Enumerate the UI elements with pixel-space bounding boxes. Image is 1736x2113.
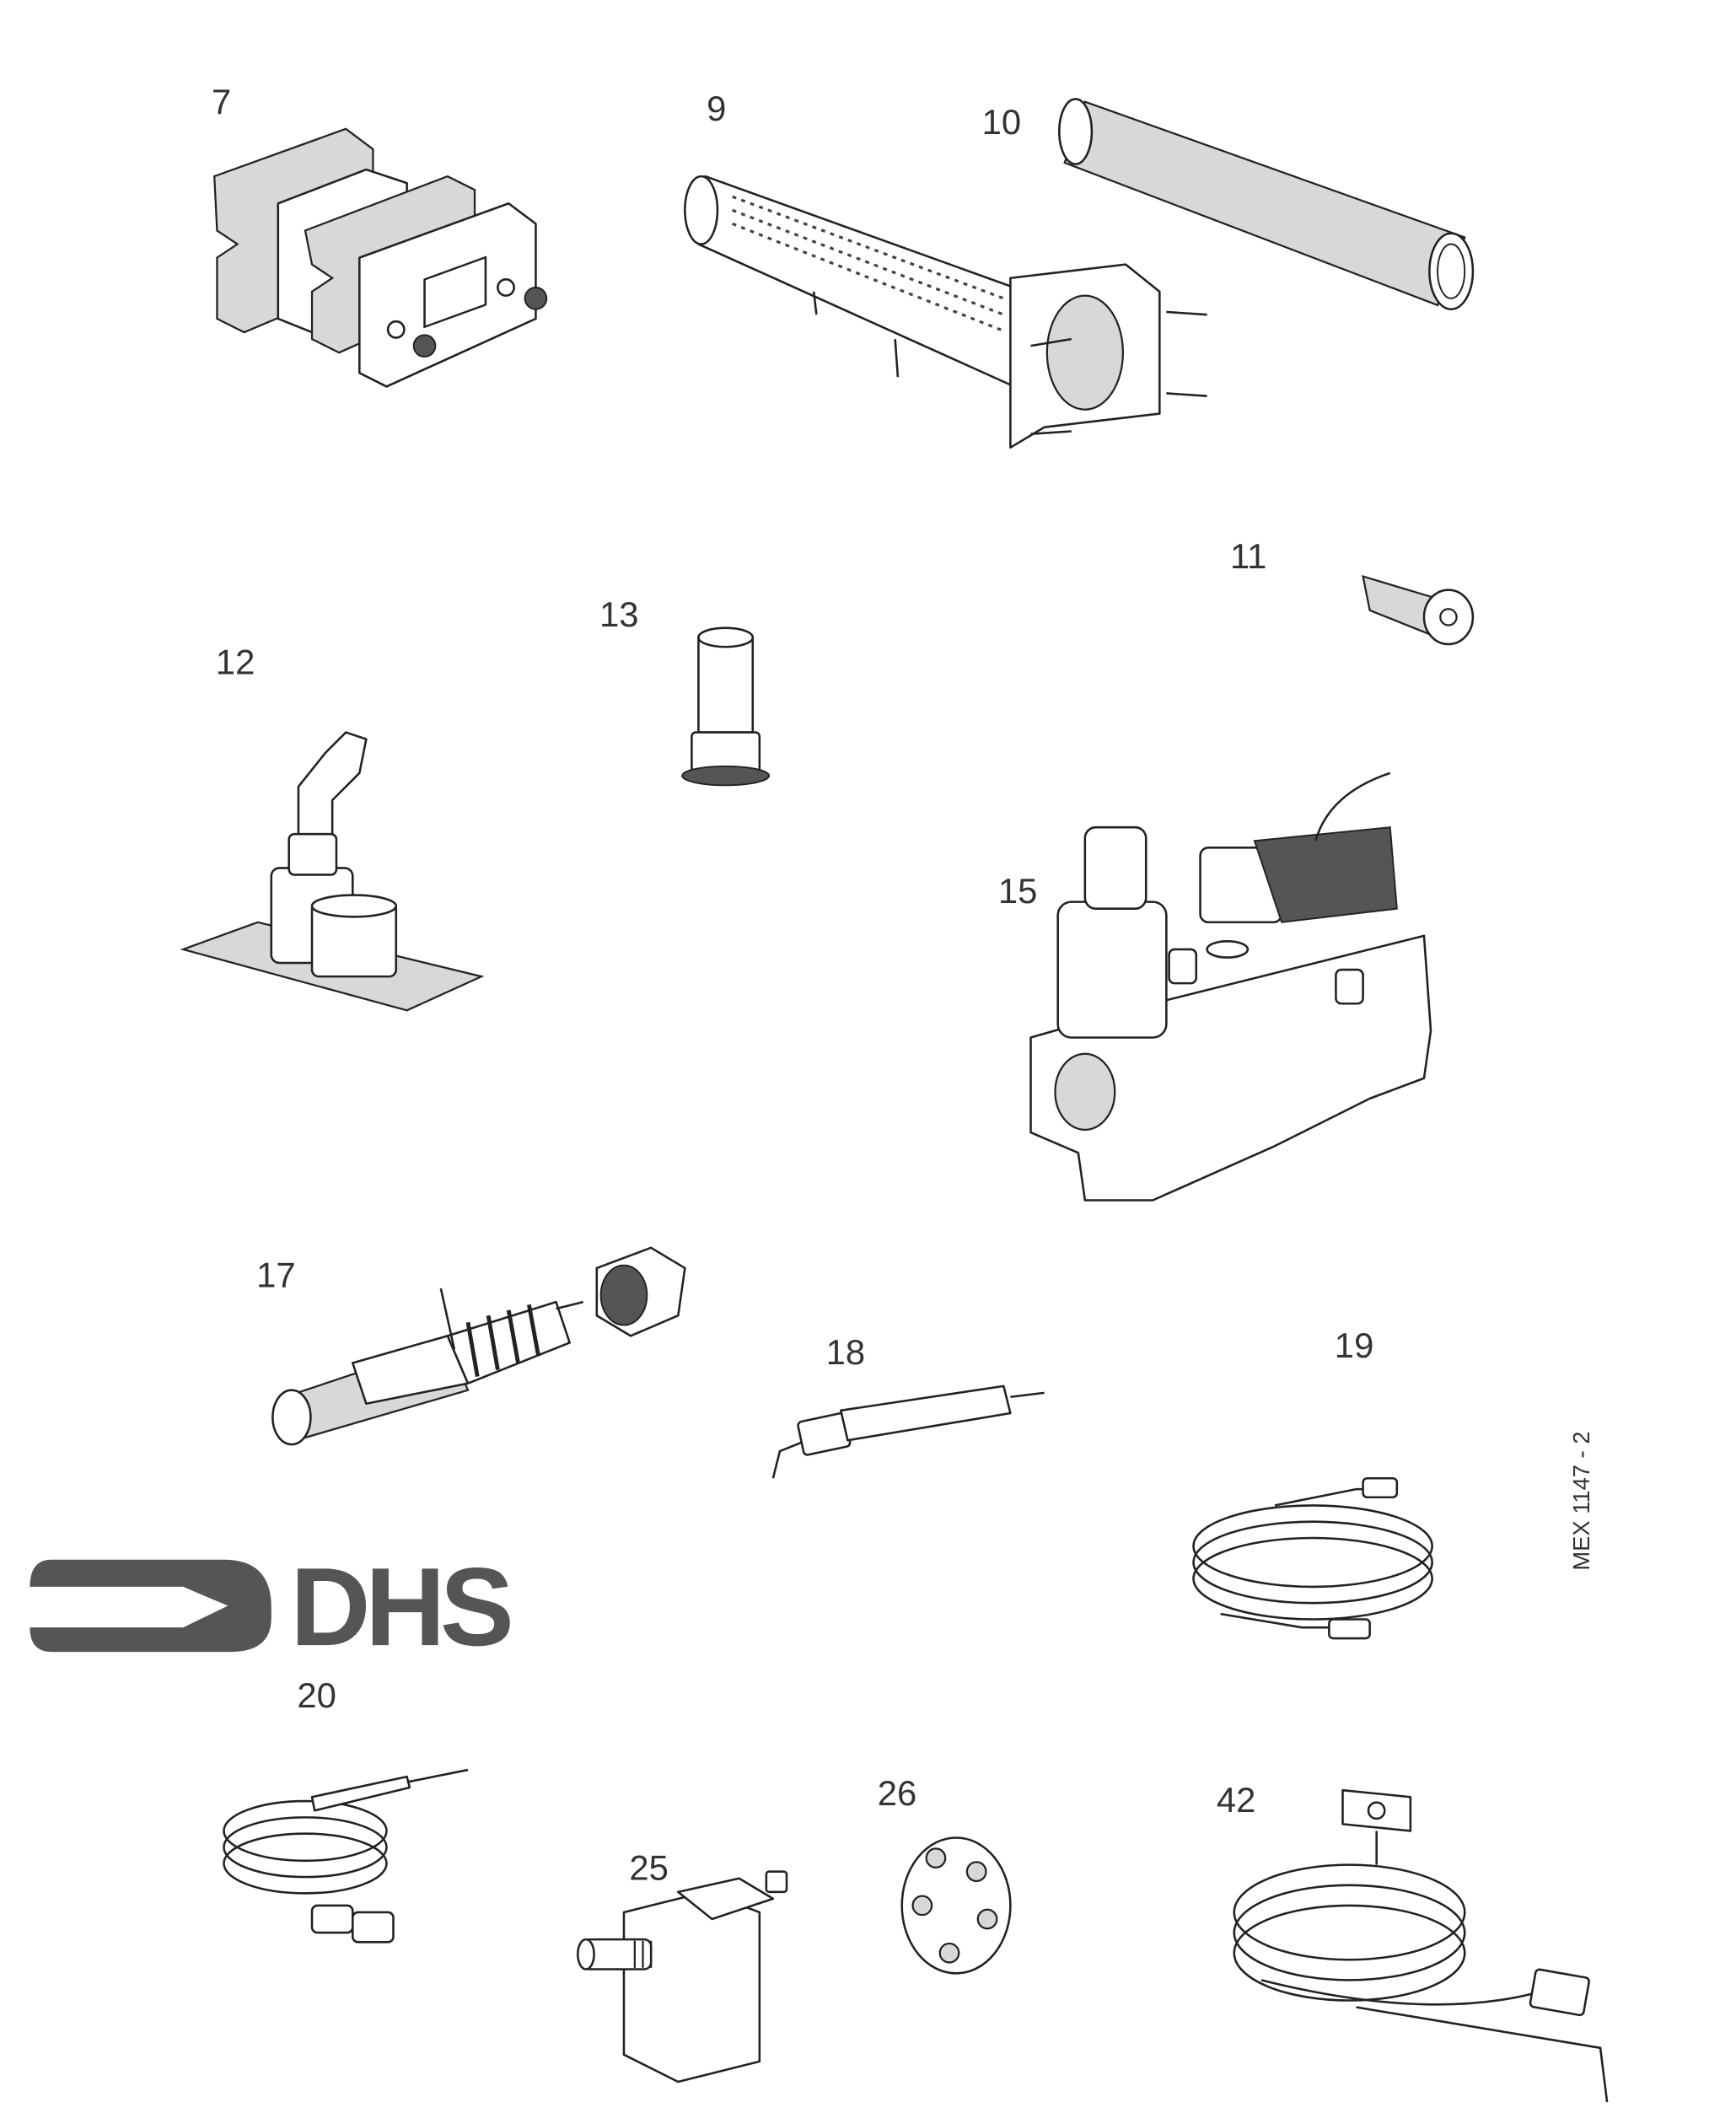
part-label-25: 25 (629, 1847, 669, 1887)
part-labels: 7 9 10 11 12 13 15 17 18 19 20 25 26 42 (212, 82, 1373, 1887)
nozzle-icon (681, 626, 771, 787)
part-label-42: 42 (1217, 1780, 1256, 1820)
part-label-26: 26 (878, 1773, 917, 1813)
piezo-igniter-icon (271, 1246, 686, 1446)
gasket-set-icon (213, 127, 548, 388)
electrode-icon (771, 1384, 1045, 1479)
part-label-15: 15 (998, 871, 1038, 911)
toggle-switch-icon (577, 1870, 788, 2083)
part-label-12: 12 (216, 642, 255, 681)
injector-icon (1362, 574, 1475, 646)
pilot-burner-icon (180, 731, 485, 1012)
burner-tube-icon (684, 175, 1207, 449)
knob-icon (900, 1836, 1012, 1975)
logo-text: DHS (290, 1545, 510, 1669)
part-label-7: 7 (212, 82, 231, 121)
cable-icon (1192, 1476, 1433, 1640)
dhs-logo: DHS (30, 1545, 515, 1669)
sleeve-tube-icon (1058, 98, 1475, 311)
gas-valve-icon (1029, 772, 1432, 1202)
part-label-10: 10 (982, 102, 1022, 142)
reference-code: MEX 1147 - 2 (1568, 1432, 1594, 1571)
thermostat-sensor-icon (1233, 1788, 1609, 2103)
part-label-11: 11 (1230, 536, 1266, 576)
part-label-17: 17 (256, 1255, 296, 1294)
part-label-13: 13 (599, 594, 639, 634)
part-label-19: 19 (1335, 1325, 1374, 1365)
thermocouple-icon (223, 1768, 469, 1944)
part-label-20: 20 (297, 1675, 336, 1715)
part-label-18: 18 (826, 1332, 866, 1372)
part-label-9: 9 (707, 89, 726, 128)
